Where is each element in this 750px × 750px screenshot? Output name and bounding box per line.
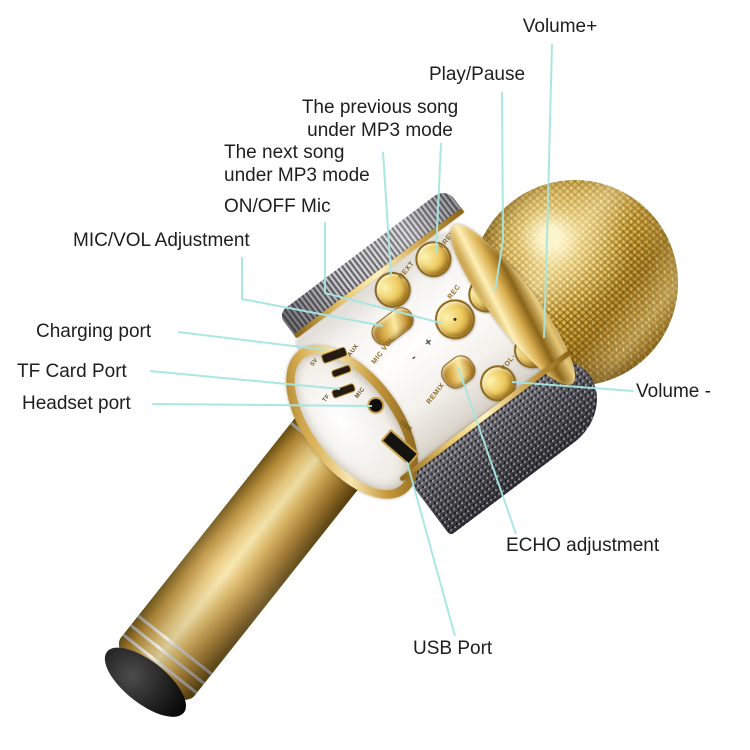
- callout-charging-port: Charging port: [36, 320, 151, 343]
- callout-charging-port-text: Charging port: [36, 321, 152, 342]
- callout-volume-plus-text: Volume+: [522, 16, 598, 37]
- callout-volume-plus: Volume+: [500, 15, 620, 38]
- line-charging-port: [177, 331, 327, 351]
- callout-play-pause-text: Play/Pause: [428, 64, 526, 85]
- line-usb: [406, 461, 456, 637]
- callout-volume-minus: Volume -: [636, 380, 711, 403]
- callout-mic-vol-adjustment-text: MIC/VOL Adjustment: [73, 230, 250, 251]
- line-volume-minus: [511, 381, 634, 392]
- line-next-song: [382, 151, 392, 277]
- callout-headset-port: Headset port: [22, 392, 131, 415]
- callout-previous-song-line2: under MP3 mode: [307, 120, 453, 141]
- line-headset: [151, 403, 373, 407]
- line-on-off-mic: [324, 222, 442, 324]
- callout-usb-port-text: USB Port: [413, 638, 493, 659]
- line-play-pause: [494, 91, 505, 292]
- callout-next-song-line2: under MP3 mode: [224, 165, 370, 186]
- line-previous-song: [435, 142, 442, 254]
- line-volume-plus: [543, 43, 553, 339]
- line-tf-card: [149, 370, 341, 390]
- callout-next-song-line1: The next song: [224, 142, 345, 163]
- callout-tf-card-port: TF Card Port: [17, 360, 127, 383]
- callout-play-pause: Play/Pause: [412, 63, 542, 86]
- line-echo: [457, 366, 517, 535]
- callout-usb-port: USB Port: [413, 637, 492, 660]
- callout-previous-song-line1: The previous song: [301, 97, 459, 118]
- callout-echo-adjustment: ECHO adjustment: [506, 534, 659, 557]
- callout-tf-card-port-text: TF Card Port: [17, 361, 127, 382]
- callout-volume-minus-text: Volume -: [636, 381, 711, 402]
- callout-headset-port-text: Headset port: [22, 393, 131, 414]
- line-mic-vol: [241, 257, 384, 327]
- callout-on-off-mic-text: ON/OFF Mic: [224, 196, 331, 217]
- callout-on-off-mic: ON/OFF Mic: [224, 195, 331, 218]
- callout-echo-adjustment-text: ECHO adjustment: [506, 535, 660, 556]
- callout-mic-vol-adjustment: MIC/VOL Adjustment: [73, 229, 250, 252]
